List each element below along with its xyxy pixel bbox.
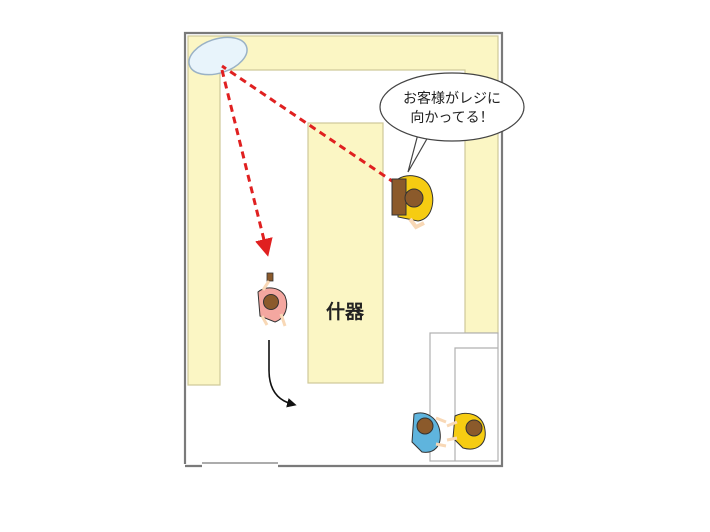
fixture-shelf (307, 122, 384, 384)
waiting-customer-icon (411, 412, 447, 453)
sight-line-staff-to-mirror (221, 64, 396, 185)
walking-direction-arrow (268, 340, 297, 408)
customer-person-icon (257, 272, 288, 327)
cashier-person-icon (446, 412, 486, 450)
staff-person-icon (391, 175, 434, 230)
sight-line-mirror-to-customer (220, 69, 273, 257)
speech-bubble: お客様がレジに 向かってる！ (379, 72, 525, 173)
speech-line-2: 向かってる！ (410, 110, 493, 126)
store-wall (183, 31, 504, 468)
speech-line-1: お客様がレジに (403, 90, 501, 107)
fixture-label: 什器 (326, 300, 365, 323)
